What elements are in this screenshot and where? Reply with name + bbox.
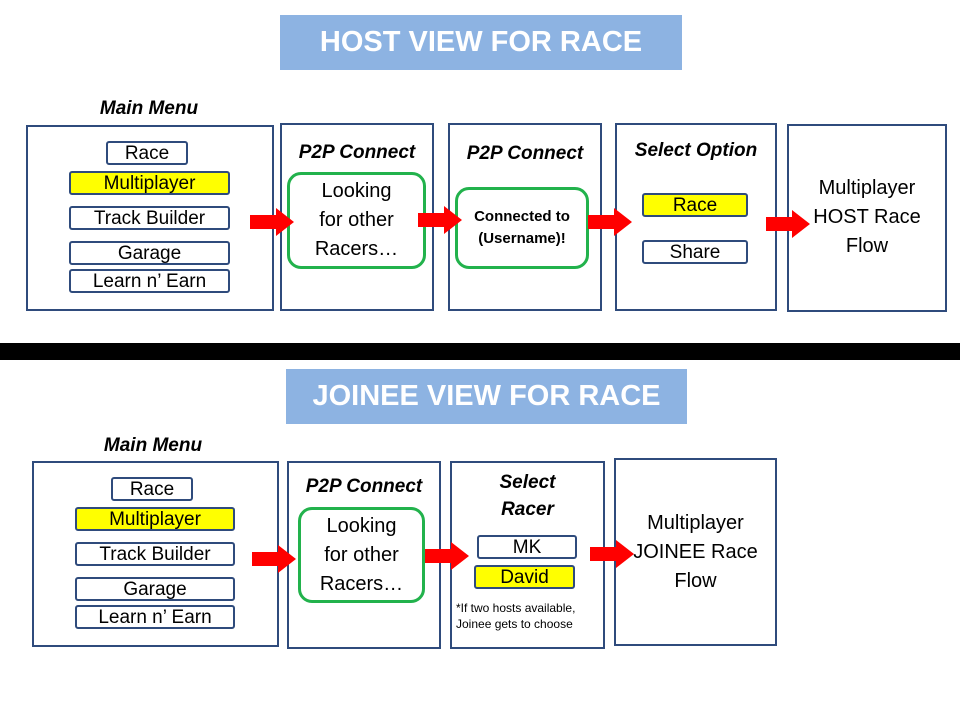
host-result-text: Multiplayer HOST Race Flow bbox=[789, 174, 945, 261]
right-arrow-icon bbox=[252, 545, 296, 573]
host-menu-multiplayer-button[interactable]: Multiplayer bbox=[69, 171, 230, 195]
joinee-looking-line3: Racers… bbox=[319, 572, 404, 595]
joinee-note-line1: *If two hosts available, bbox=[456, 601, 576, 615]
joinee-looking-line2: for other bbox=[324, 543, 399, 566]
right-arrow-icon bbox=[418, 206, 462, 234]
host-connected-line2: (Username)! bbox=[478, 230, 566, 247]
host-looking-bubble: Looking for other Racers… bbox=[287, 172, 426, 269]
host-menu-race-button[interactable]: Race bbox=[106, 141, 188, 165]
joinee-note-line2: Joinee gets to choose bbox=[456, 617, 573, 631]
joinee-select-racer-title-line2: Racer bbox=[501, 499, 554, 520]
host-looking-line1: Looking bbox=[321, 180, 392, 202]
right-arrow-icon bbox=[425, 542, 469, 570]
joinee-menu-learn-earn-button[interactable]: Learn n’ Earn bbox=[75, 605, 235, 629]
joinee-banner: JOINEE VIEW FOR RACE bbox=[286, 369, 687, 424]
joinee-menu-garage-button[interactable]: Garage bbox=[75, 577, 235, 601]
host-result-line1: Multiplayer bbox=[818, 177, 916, 199]
right-arrow-icon bbox=[766, 210, 810, 238]
host-connected-bubble: Connected to (Username)! bbox=[455, 187, 589, 269]
host-option-share-button[interactable]: Share bbox=[642, 240, 748, 264]
joinee-result-line1: Multiplayer bbox=[647, 512, 744, 534]
host-select-option-title: Select Option bbox=[617, 139, 775, 163]
joinee-racer-david-button[interactable]: David bbox=[474, 565, 575, 589]
right-arrow-icon bbox=[588, 208, 632, 236]
joinee-select-racer-title: Select Racer bbox=[452, 469, 603, 523]
joinee-result-line3: Flow bbox=[674, 570, 717, 592]
joinee-main-menu-title: Main Menu bbox=[60, 434, 246, 458]
host-result-line2: HOST Race bbox=[813, 206, 921, 228]
host-p2p-connect-title: P2P Connect bbox=[282, 141, 432, 165]
joinee-racer-mk-button[interactable]: MK bbox=[477, 535, 577, 559]
host-main-menu-title: Main Menu bbox=[56, 97, 242, 121]
host-looking-line3: Racers… bbox=[314, 238, 399, 260]
right-arrow-icon bbox=[250, 208, 294, 236]
host-connected-line1: Connected to bbox=[474, 208, 570, 225]
right-arrow-icon bbox=[590, 540, 634, 568]
host-option-race-button[interactable]: Race bbox=[642, 193, 748, 217]
host-p2p-connected-title: P2P Connect bbox=[450, 142, 600, 166]
joinee-menu-multiplayer-button[interactable]: Multiplayer bbox=[75, 507, 235, 531]
host-looking-line2: for other bbox=[319, 209, 394, 231]
joinee-result-text: Multiplayer JOINEE Race Flow bbox=[616, 509, 775, 596]
host-menu-track-builder-button[interactable]: Track Builder bbox=[69, 206, 230, 230]
host-menu-learn-earn-button[interactable]: Learn n’ Earn bbox=[69, 269, 230, 293]
host-menu-garage-button[interactable]: Garage bbox=[69, 241, 230, 265]
joinee-menu-track-builder-button[interactable]: Track Builder bbox=[75, 542, 235, 566]
joinee-p2p-connect-title: P2P Connect bbox=[289, 475, 439, 499]
host-result-line3: Flow bbox=[845, 235, 889, 257]
joinee-select-racer-note: *If two hosts available, Joinee gets to … bbox=[456, 600, 604, 632]
joinee-select-racer-title-line1: Select bbox=[499, 472, 556, 493]
joinee-menu-race-button[interactable]: Race bbox=[111, 477, 193, 501]
joinee-result-line2: JOINEE Race bbox=[633, 541, 758, 563]
host-banner: HOST VIEW FOR RACE bbox=[280, 15, 682, 70]
joinee-looking-bubble: Looking for other Racers… bbox=[298, 507, 425, 603]
section-divider bbox=[0, 343, 960, 360]
joinee-looking-line1: Looking bbox=[326, 514, 397, 537]
